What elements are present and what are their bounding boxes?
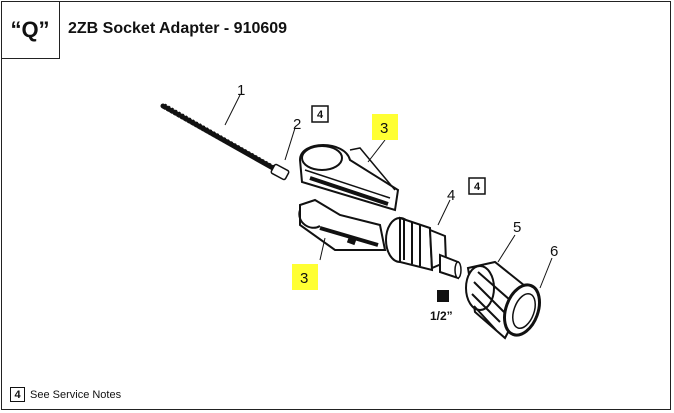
callout-part-5: 5 — [513, 219, 521, 236]
part-6-ring — [503, 283, 541, 337]
service-note-number-part-2: 4 — [317, 109, 324, 121]
callout-part-2: 2 — [293, 116, 301, 133]
part-3-lower-shell — [298, 198, 387, 251]
highlight-part-3-top — [372, 114, 398, 140]
page-title: 2ZB Socket Adapter - 910609 — [68, 20, 288, 37]
part-3-upper-shell — [298, 144, 400, 212]
drive-size-label: 1/2” — [430, 309, 453, 323]
service-note-box-part-2 — [311, 105, 329, 123]
service-note-box-part-4 — [468, 177, 486, 195]
highlight-part-3-bottom — [292, 264, 318, 290]
legend-note-box: 4 — [10, 387, 25, 402]
leader-lines — [224, 94, 553, 289]
callout-part-4: 4 — [447, 187, 455, 204]
square-drive-icon — [437, 290, 449, 302]
callout-part-3-bottom: 3 — [300, 270, 308, 287]
callout-part-6: 6 — [550, 243, 558, 260]
service-note-number-part-4: 4 — [474, 181, 481, 193]
footer-legend: 4 See Service Notes — [10, 387, 121, 402]
section-code: “Q” — [1, 1, 60, 59]
part-1-threaded-rod — [160, 103, 283, 175]
callout-part-3-top: 3 — [380, 120, 388, 137]
callout-part-1: 1 — [237, 82, 245, 99]
part-2-pin — [270, 163, 290, 181]
legend-note-text: See Service Notes — [30, 388, 122, 401]
part-4-adapter-body — [385, 216, 462, 280]
